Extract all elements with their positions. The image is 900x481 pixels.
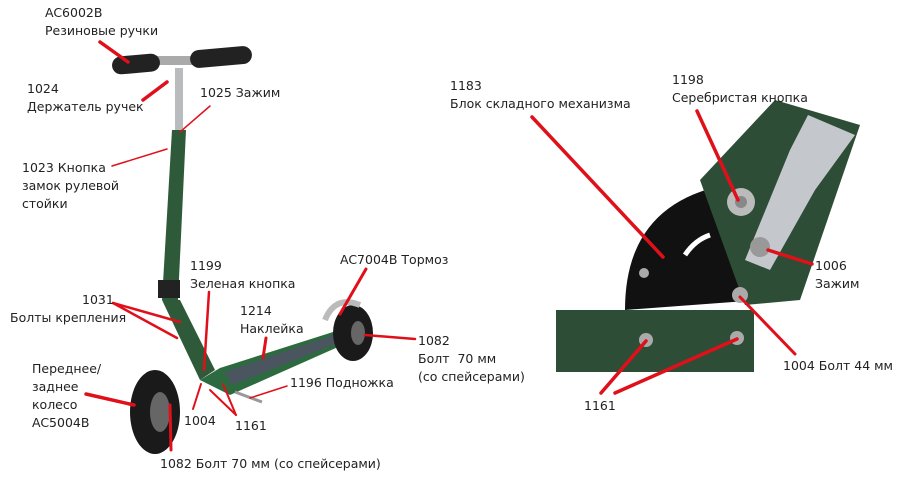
label-handle-holder: 1024 Держатель ручек (27, 80, 144, 116)
label-right-bolt-1161: 1161 (584, 398, 616, 413)
leader-silver-button (695, 109, 740, 202)
label-fold-block: 1183 Блок складного механизма (450, 77, 631, 113)
label-silver-button: 1198 Серебристая кнопка (672, 71, 808, 107)
sticker-name: Наклейка (240, 321, 304, 336)
grips-name: Резиновые ручки (45, 23, 159, 38)
leader-handle-holder (141, 80, 169, 102)
leader-1004 (192, 383, 202, 410)
clamp-name: Зажим (815, 276, 860, 291)
wheel-line4: AC5004B (32, 415, 90, 430)
leader-1161-a (209, 389, 237, 416)
label-wheel: Переднее/ заднее колесо AC5004B (32, 360, 101, 432)
rear-bolt-line3: (со спейсерами) (418, 369, 525, 384)
stem-tube (162, 130, 186, 300)
wheel-line2: заднее (32, 379, 79, 394)
stem-upper (175, 68, 183, 130)
label-mount-bolts: 1031 Болты крепления (10, 291, 127, 327)
label-rear-bolt: 1082 Болт 70 мм (со спейсерами) (418, 332, 525, 386)
leader-bolt-44 (738, 295, 797, 356)
leader-stem-button (111, 148, 168, 167)
leader-1161-right-b (613, 337, 739, 395)
label-sticker: 1214 Наклейка (240, 302, 304, 338)
folding-mechanism-detail (556, 100, 860, 372)
brake-fender (322, 299, 362, 322)
grip-right (190, 46, 252, 68)
leader-wheel (84, 392, 136, 407)
fold-block-code: 1183 (450, 78, 482, 93)
scooter-left (112, 46, 373, 454)
handle-holder-code: 1024 (27, 81, 59, 96)
leader-clamp (766, 248, 814, 266)
stem-button-line1: 1023 Кнопка (22, 160, 106, 175)
label-clamp-top: 1025 Зажим (200, 85, 281, 100)
green-button-name: Зеленая кнопка (190, 276, 296, 291)
silver-button-name: Серебристая кнопка (672, 90, 808, 105)
rear-bolt-code: 1082 (418, 333, 450, 348)
leader-lines (84, 40, 814, 452)
leader-mount-bolt-1 (111, 301, 182, 324)
clamp-code: 1006 (815, 258, 847, 273)
leader-kickstand (249, 385, 288, 399)
fold-block-name: Блок складного механизма (450, 96, 631, 111)
leader-mount-bolt-2 (111, 301, 179, 340)
grips-code: AC6002B (45, 5, 103, 20)
leader-grips (98, 40, 130, 64)
sticker-code: 1214 (240, 303, 272, 318)
label-bolt-1161: 1161 (235, 418, 267, 433)
wheel-line3: колесо (32, 397, 78, 412)
stem-button-line2: замок рулевой (22, 178, 120, 193)
leader-green-button (202, 290, 211, 372)
stem-button-line3: стойки (22, 196, 68, 211)
rear-bolt-line2: Болт 70 мм (418, 351, 497, 366)
handle-holder-name: Держатель ручек (27, 99, 144, 114)
leader-clamp-top (179, 105, 211, 133)
label-grips: AC6002B Резиновые ручки (45, 4, 158, 40)
leader-1161-b (222, 383, 237, 416)
kickstand (234, 390, 263, 404)
stem-collar (158, 280, 180, 298)
leader-brake (338, 267, 368, 316)
deck-block (556, 310, 754, 372)
mount-bolts-name: Болты крепления (10, 310, 127, 325)
handlebar-bar (150, 56, 200, 65)
leader-front-bolt (168, 403, 173, 452)
label-bolt-1004: 1004 (184, 413, 216, 428)
deck-grip (225, 333, 350, 385)
silver-button-code: 1198 (672, 72, 704, 87)
leader-1161-right-a (599, 339, 648, 395)
label-green-button: 1199 Зеленая кнопка (190, 257, 295, 293)
leader-fold-block (530, 115, 665, 259)
label-front-bolt: 1082 Болт 70 мм (со спейсерами) (160, 456, 381, 471)
leader-rear-bolt (363, 333, 417, 341)
leader-sticker (261, 336, 268, 360)
label-stem-button: 1023 Кнопка замок рулевой стойки (22, 159, 119, 213)
wheel-line1: Переднее/ (32, 361, 102, 376)
label-kickstand: 1196 Подножка (290, 375, 394, 390)
clamp-lever (745, 115, 855, 270)
label-bolt-44: 1004 Болт 44 мм (783, 358, 893, 373)
green-button-code: 1199 (190, 258, 222, 273)
label-clamp: 1006 Зажим (815, 257, 860, 293)
mount-bolts-code: 1031 (82, 292, 114, 307)
label-brake: AC7004B Тормоз (340, 252, 449, 267)
